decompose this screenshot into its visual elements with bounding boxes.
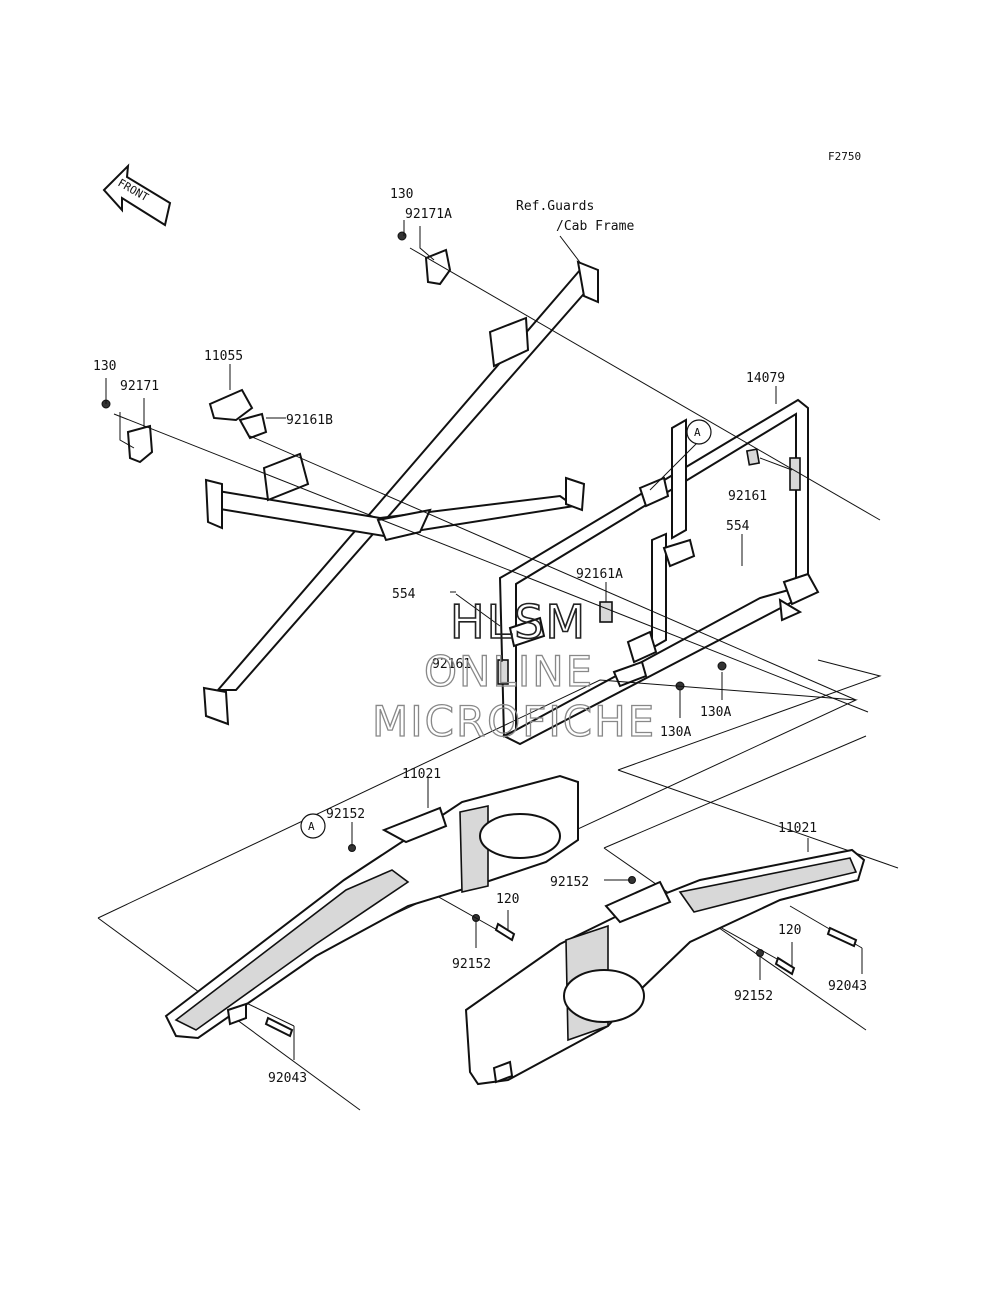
bolt-92043-right-icon bbox=[826, 926, 858, 948]
frame-14079 bbox=[498, 398, 820, 746]
callout-92161A: 92161A bbox=[576, 567, 623, 582]
bolt-92043-left-icon bbox=[264, 1016, 294, 1038]
side-cover-right bbox=[464, 848, 866, 1086]
reference-marker-upper: A bbox=[686, 419, 712, 445]
callout-92043-left: 92043 bbox=[268, 1071, 307, 1086]
leader-lines bbox=[105, 220, 881, 1060]
callout-130A-right: 130A bbox=[700, 705, 731, 720]
callout-11021-right: 11021 bbox=[778, 821, 817, 836]
watermark: HLSM ONLINE MICROFICHE bbox=[371, 594, 656, 746]
callout-92152-c: 92152 bbox=[550, 875, 589, 890]
clamp-92171 bbox=[126, 424, 154, 464]
callout-14079: 14079 bbox=[746, 371, 785, 386]
callout-92152-b: 92152 bbox=[452, 957, 491, 972]
bolt-120-left-icon bbox=[494, 922, 516, 942]
reference-marker-lower: A bbox=[300, 813, 326, 839]
callout-120-right: 120 bbox=[778, 923, 801, 938]
callout-11055: 11055 bbox=[204, 349, 243, 364]
reference-note-line2: /Cab Frame bbox=[556, 219, 634, 234]
bolt-120-right-icon bbox=[774, 956, 796, 976]
callout-92161B: 92161B bbox=[286, 413, 333, 428]
callout-554-right: 554 bbox=[726, 519, 750, 534]
bracket-11055 bbox=[208, 388, 268, 440]
watermark-line1: HLSM bbox=[450, 595, 587, 649]
callout-11021-left: 11021 bbox=[402, 767, 441, 782]
callout-92152-d: 92152 bbox=[734, 989, 773, 1004]
callout-92171: 92171 bbox=[120, 379, 159, 394]
callout-130A-left: 130A bbox=[660, 725, 691, 740]
callout-92152-a: 92152 bbox=[326, 807, 365, 822]
callout-120-left: 120 bbox=[496, 892, 519, 907]
reference-marker-lower-label: A bbox=[308, 820, 315, 833]
clamp-92171A bbox=[424, 248, 452, 286]
cab-frame-upper bbox=[202, 260, 599, 726]
callout-92171A: 92171A bbox=[405, 207, 452, 222]
callout-130-left: 130 bbox=[93, 359, 116, 374]
reference-note-line1: Ref.Guards bbox=[516, 199, 594, 214]
reference-marker-upper-label: A bbox=[694, 426, 701, 439]
callout-92161-mid: 92161 bbox=[432, 657, 471, 672]
callout-554-left: 554 bbox=[392, 587, 416, 602]
callout-130-top: 130 bbox=[390, 187, 413, 202]
side-cover-left bbox=[164, 774, 579, 1040]
front-arrow-icon: FRONT bbox=[102, 163, 172, 227]
figure-code: F2750 bbox=[828, 150, 861, 163]
callout-92161-right: 92161 bbox=[728, 489, 767, 504]
callout-92043-right: 92043 bbox=[828, 979, 867, 994]
watermark-line2: ONLINE bbox=[424, 647, 594, 696]
watermark-line3: MICROFICHE bbox=[372, 697, 656, 746]
